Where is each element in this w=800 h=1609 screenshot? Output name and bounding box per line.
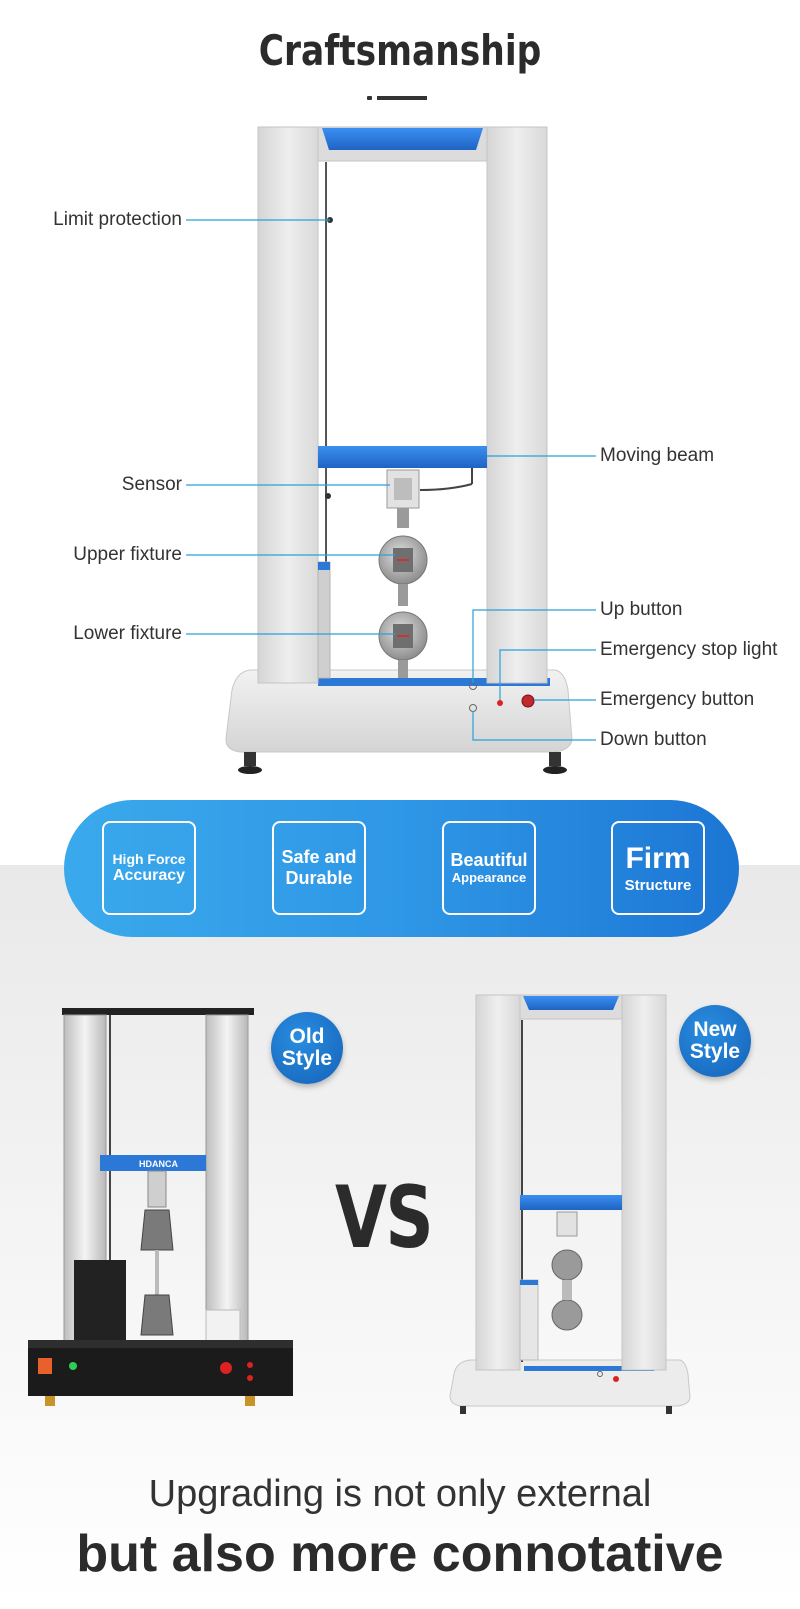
label-sensor: Sensor (121, 474, 182, 495)
feature-band: High Force Accuracy Safe and Durable Bea… (64, 800, 739, 937)
label-lower-fixture: Lower fixture (73, 623, 182, 644)
label-down-button: Down button (600, 729, 707, 750)
feature-line: High Force (112, 850, 186, 867)
tensile-testing-machine-illustration (186, 126, 596, 774)
label-up-button: Up button (600, 599, 683, 620)
feature-line: Durable (285, 868, 353, 888)
new-style-machine-illustration (449, 994, 691, 1414)
label-moving-beam: Moving beam (600, 445, 715, 466)
feature-line: Safe and (281, 847, 357, 868)
badge-line: Style (689, 1040, 741, 1063)
new-style-badge: New Style (679, 1005, 751, 1077)
label-upper-fixture: Upper fixture (73, 544, 182, 565)
tagline-line-1: Upgrading is not only external (148, 1473, 652, 1515)
label-limit-protection: Limit protection (53, 209, 182, 230)
old-style-machine-illustration: HDANCA (28, 1008, 293, 1406)
old-machine-brand: HDANCA (139, 1159, 178, 1169)
feature-line: Firm (625, 842, 691, 876)
badge-line: Style (281, 1047, 333, 1070)
feature-safe-and-durable: Safe and Durable (272, 821, 366, 915)
feature-line: Appearance (451, 869, 527, 885)
callout-lines (186, 219, 596, 741)
feature-line: Beautiful (450, 850, 528, 871)
feature-line: Structure (624, 876, 692, 894)
label-emergency-stop-light: Emergency stop light (600, 639, 778, 660)
vs-label: VS (335, 1168, 434, 1268)
badge-line: Old (289, 1024, 325, 1048)
feature-high-force-accuracy: High Force Accuracy (102, 821, 196, 915)
feature-beautiful-appearance: Beautiful Appearance (442, 821, 536, 915)
feature-firm-structure: Firm Structure (611, 821, 705, 915)
page-title: Craftsmanship (258, 26, 542, 75)
tagline-line-2: but also more connotative (76, 1525, 724, 1583)
badge-line: New (693, 1017, 737, 1041)
old-style-badge: Old Style (271, 1012, 343, 1084)
feature-line: Accuracy (112, 866, 186, 884)
label-emergency-button: Emergency button (600, 689, 755, 710)
comparison-background (0, 865, 800, 1609)
title-decoration (367, 95, 431, 101)
